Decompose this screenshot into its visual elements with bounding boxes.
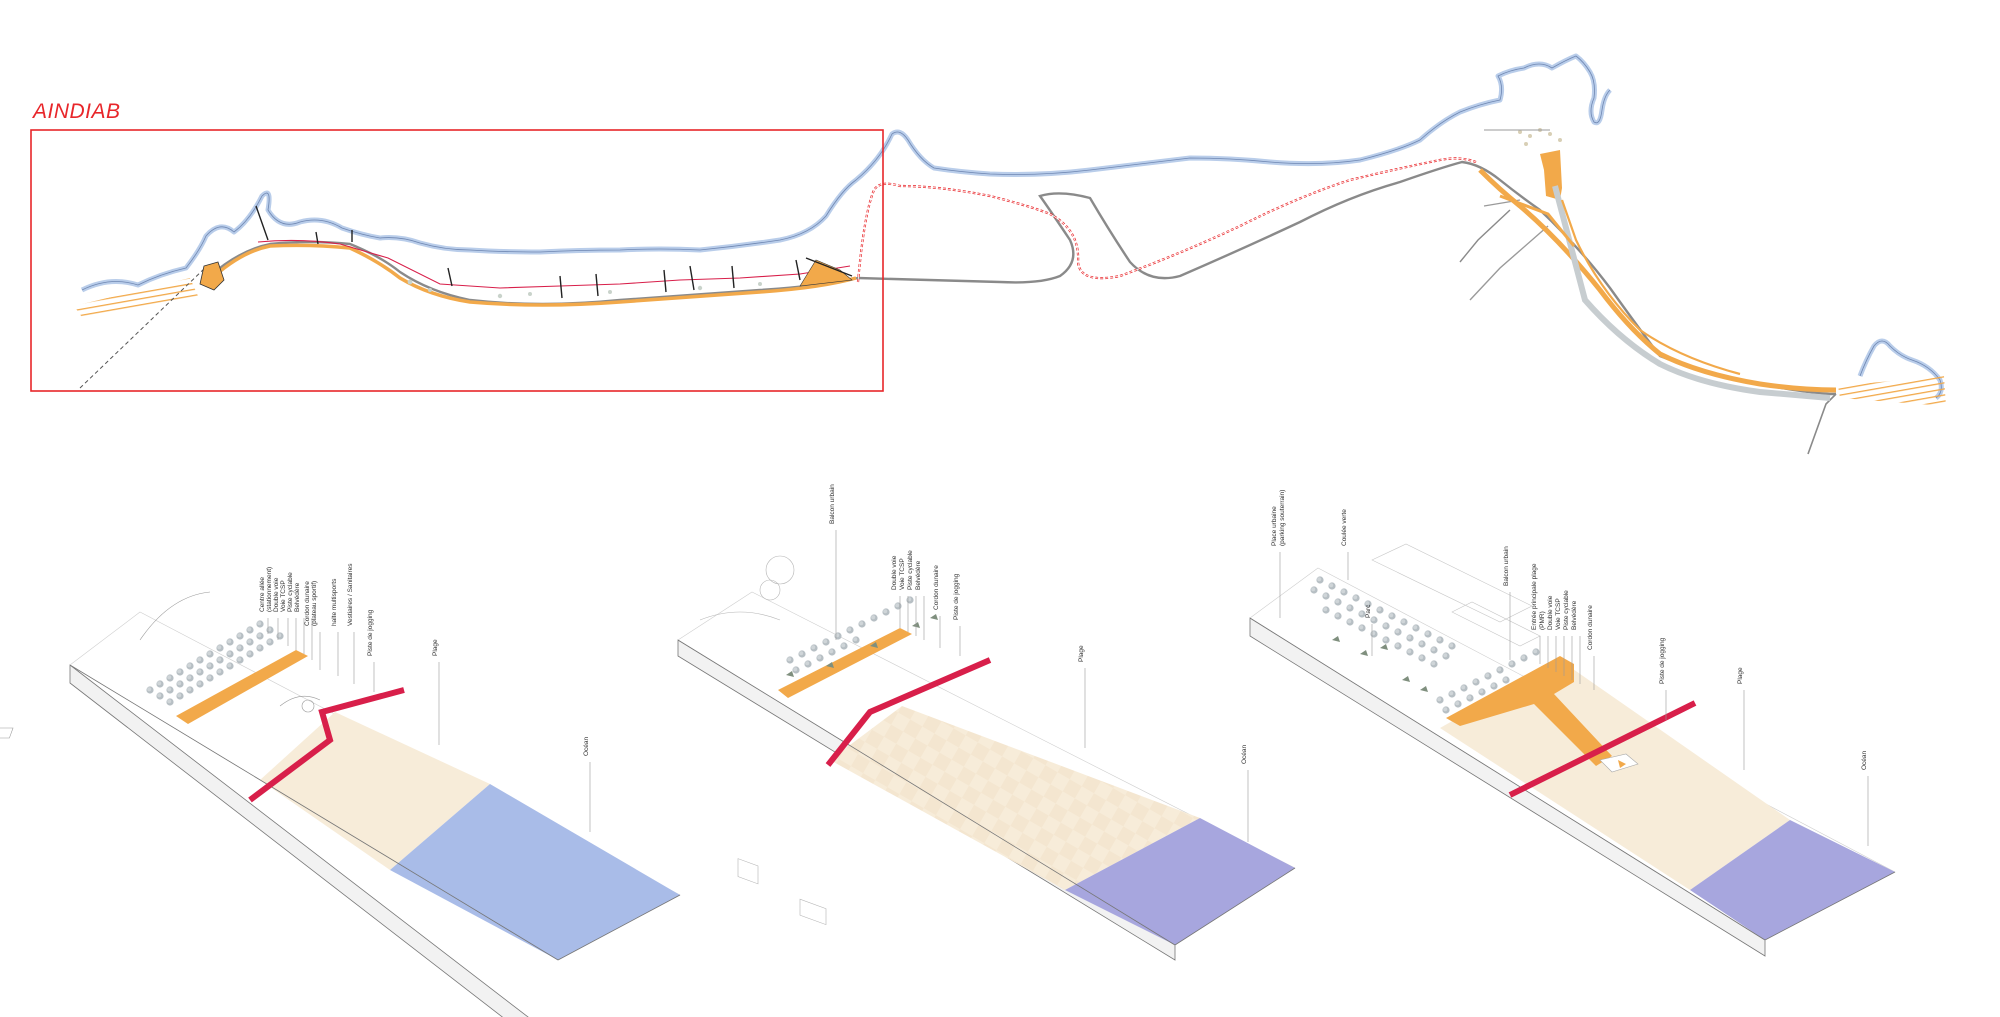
label-entree-principale: Entrée principale plage bbox=[1531, 563, 1538, 630]
label-balcon-urbain: Balcon urbain bbox=[1503, 546, 1510, 586]
coastline-plan bbox=[80, 53, 1944, 400]
label-voie-tcsp: Voie TCSP bbox=[1555, 598, 1562, 630]
label-ocean: Océan bbox=[1241, 744, 1248, 764]
roads bbox=[79, 160, 1837, 455]
label-balcon-urbain: Balcon urbain bbox=[829, 484, 836, 524]
label-double-voie: Double voie bbox=[891, 555, 898, 590]
label-piste-cyclable: Piste cyclable bbox=[287, 572, 294, 612]
label-piste-cyclable: Piste cyclable bbox=[907, 550, 914, 590]
label-coulee-verte: Coulée verte bbox=[1341, 509, 1348, 546]
label-parking-souterrain: (parking souterrain) bbox=[1279, 490, 1286, 546]
hatched-beach-right bbox=[1838, 376, 1946, 406]
label-vestiaires: Vestiaires / Sanitaires bbox=[347, 563, 354, 626]
section-diagram-1: Centre allée (stationnement) Double voie… bbox=[0, 563, 681, 1017]
label-piste-cyclable: Piste cyclable bbox=[1563, 590, 1570, 630]
label-plage: Plage bbox=[1078, 645, 1085, 662]
hatched-beach-left bbox=[74, 278, 198, 320]
label-halte-multisports: halte multisports bbox=[331, 578, 338, 626]
map-title: AINDIAB bbox=[33, 100, 121, 123]
label-belvedere: Belvédère bbox=[1571, 600, 1578, 630]
label-belvedere: Belvédère bbox=[915, 560, 922, 590]
label-parc: Parc bbox=[1365, 604, 1372, 618]
label-double-voie: Double voie bbox=[273, 577, 280, 612]
label-double-voie: Double voie bbox=[1547, 595, 1554, 630]
label-cordon-dunaire: Cordon dunaire bbox=[1587, 605, 1594, 650]
label-cordon-dunaire: Cordon dunaire bbox=[304, 581, 311, 626]
label-place-urbaine: Place urbaine bbox=[1271, 506, 1278, 546]
label-centre-allee: Centre allée bbox=[259, 577, 266, 612]
section-diagram-3: Place urbaine (parking souterrain) Coulé… bbox=[1249, 490, 1896, 957]
label-piste-jogging: Piste de jogging bbox=[953, 573, 960, 620]
focus-frame bbox=[30, 129, 884, 392]
label-pmr: (PMR) bbox=[1539, 611, 1546, 630]
corniche-promenade-right bbox=[1478, 128, 1837, 401]
section-diagram-2: Balcon urbain Double voie Voie TCSP Pist… bbox=[677, 484, 1296, 961]
label-voie-tcsp: Voie TCSP bbox=[899, 558, 906, 590]
label-plage: Plage bbox=[432, 639, 439, 656]
label-piste-jogging: Piste de jogging bbox=[1659, 637, 1666, 684]
label-belvedere: Belvédère bbox=[294, 582, 301, 612]
label-plateau-sportif: (plateau sportif) bbox=[311, 581, 318, 626]
label-plage: Plage bbox=[1737, 667, 1744, 684]
label-voie-tcsp: Voie TCSP bbox=[280, 580, 287, 612]
label-ocean: Océan bbox=[583, 736, 590, 756]
label-stationnement: (stationnement) bbox=[266, 567, 273, 612]
label-ocean: Océan bbox=[1861, 750, 1868, 770]
label-cordon-dunaire: Cordon dunaire bbox=[933, 565, 940, 610]
tram-route-dashed bbox=[856, 157, 1477, 283]
label-piste-jogging: Piste de jogging bbox=[367, 609, 374, 656]
corniche-promenade-left bbox=[199, 205, 857, 307]
